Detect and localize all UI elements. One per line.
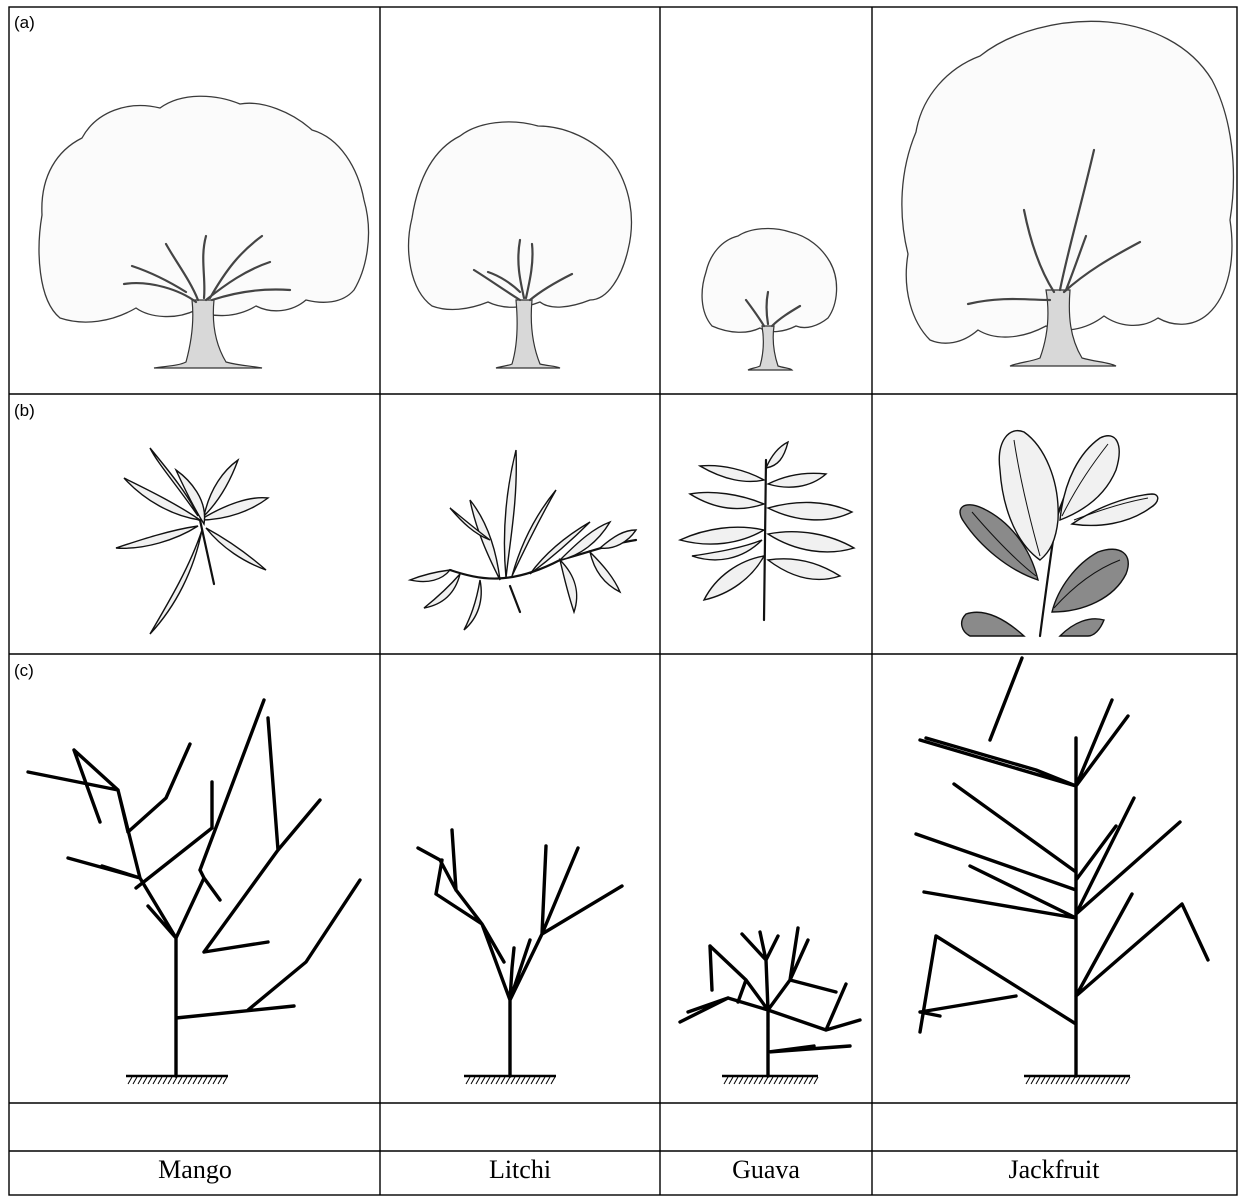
litchi-architecture-diagram	[418, 830, 622, 1084]
guava-leaf-sketch	[680, 442, 854, 620]
guava-ground-hatch	[724, 1077, 818, 1084]
mango-architecture-diagram	[28, 700, 360, 1084]
row-label-b: (b)	[14, 401, 35, 420]
guava-tree-sketch	[702, 229, 837, 370]
mango-tree-sketch	[39, 96, 368, 368]
jackfruit-ground-hatch	[1026, 1077, 1130, 1084]
jackfruit-architecture-diagram	[916, 658, 1208, 1084]
label-jackfruit: Jackfruit	[1009, 1155, 1101, 1184]
mango-ground-hatch	[128, 1077, 227, 1084]
litchi-leaf-sketch	[410, 450, 636, 630]
mango-leaf-sketch	[116, 448, 268, 634]
jackfruit-tree-sketch	[902, 21, 1234, 366]
litchi-tree-sketch	[409, 122, 632, 368]
jackfruit-leaf-sketch	[960, 431, 1158, 636]
litchi-ground-hatch	[466, 1077, 555, 1084]
label-guava: Guava	[732, 1155, 800, 1184]
guava-architecture-diagram	[680, 928, 860, 1084]
row-label-c: (c)	[14, 661, 34, 680]
label-mango: Mango	[158, 1155, 232, 1184]
row-label-a: (a)	[14, 13, 35, 32]
label-litchi: Litchi	[489, 1155, 551, 1184]
